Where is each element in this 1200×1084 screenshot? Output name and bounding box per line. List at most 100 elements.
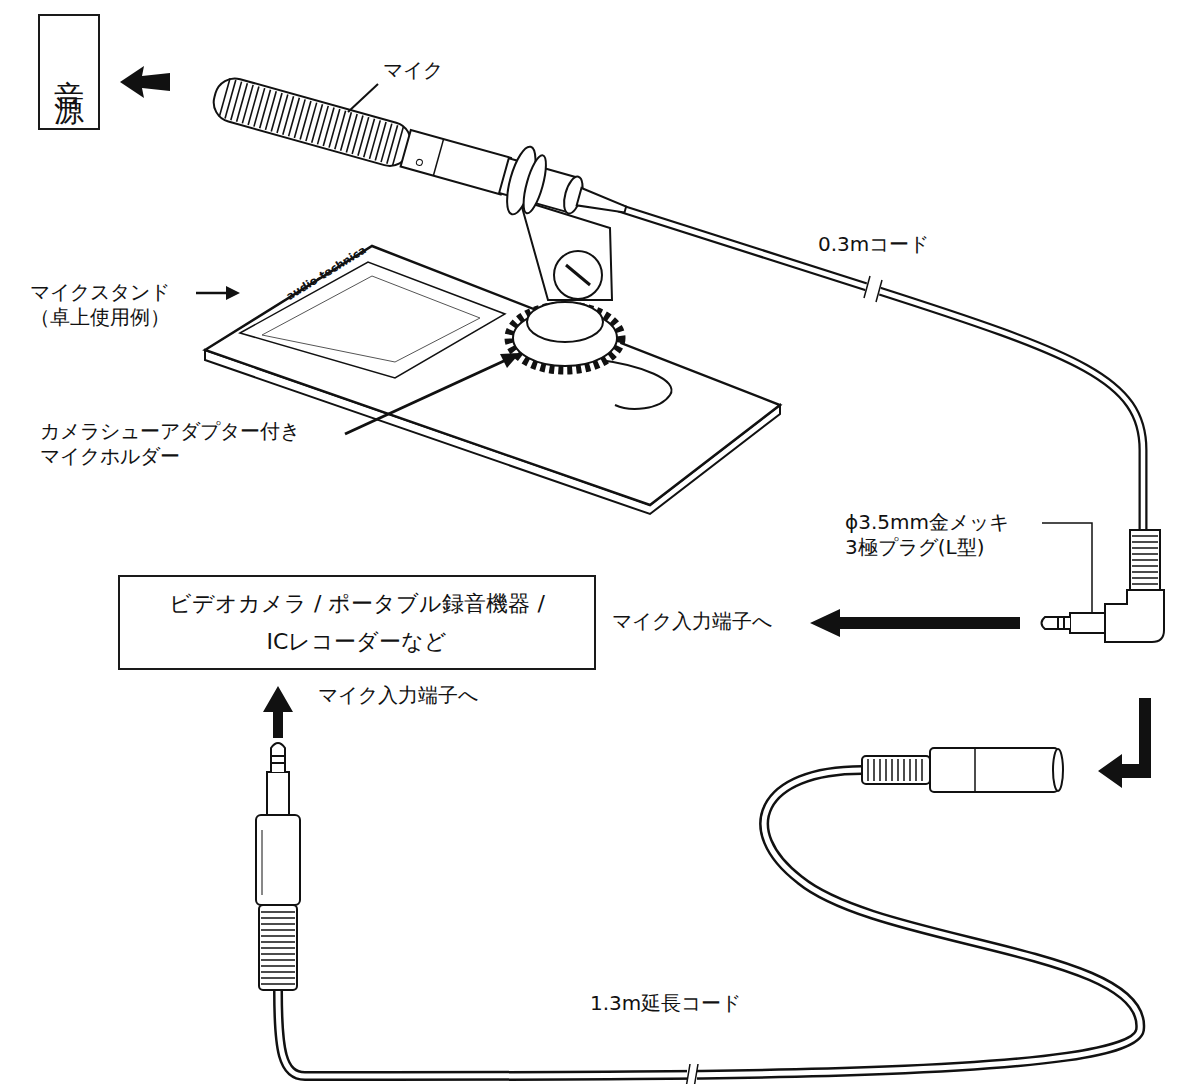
relief-rib [1132, 541, 1158, 543]
ext-plug [256, 743, 300, 990]
relief-rib [261, 947, 295, 949]
ext-cord-fill [278, 770, 1140, 1076]
leader-arrow [196, 292, 228, 295]
l-plug [1042, 530, 1165, 642]
grille-rib [219, 78, 230, 117]
cord-boot [577, 188, 628, 218]
jack-mouth [1053, 749, 1063, 791]
body-line [433, 139, 443, 176]
plug-ring [1063, 617, 1065, 629]
grille-rib [323, 107, 334, 146]
stand-recess [240, 262, 505, 378]
plug-ring [271, 762, 285, 764]
grille-ribs [219, 78, 403, 165]
relief-rib [897, 759, 899, 781]
relief-rib [867, 759, 869, 781]
cord-fill [619, 208, 1143, 530]
relief-rib [1132, 577, 1158, 579]
leader-line [1042, 523, 1092, 612]
jack-line [974, 748, 976, 792]
grille-rib [387, 125, 398, 164]
plug-body [256, 815, 300, 905]
part-label: マイク [383, 58, 503, 83]
grille-rib [265, 91, 276, 130]
relief-rib [1132, 583, 1158, 585]
grille-rib [375, 122, 386, 161]
grille-rib [352, 116, 363, 155]
relief-rib [891, 759, 893, 781]
plug-sleeve [1070, 613, 1105, 633]
grille-rib [271, 93, 282, 132]
relief-rib [261, 911, 295, 913]
break-mark [864, 276, 870, 298]
body-screw [416, 159, 423, 166]
body-line [262, 830, 263, 895]
bent-arrow [1098, 698, 1151, 788]
source-box: 音源 [38, 14, 100, 130]
relief-rib [261, 923, 295, 925]
relief-ribs [1132, 536, 1158, 584]
relief-ribs [868, 759, 922, 781]
knob-top [527, 302, 603, 342]
relief-rib [261, 929, 295, 931]
relief-rib [261, 941, 295, 943]
grille-rib [358, 117, 369, 156]
relief-rib [921, 759, 923, 781]
relief-rib [909, 759, 911, 781]
plug-ring [1057, 617, 1059, 629]
relief-rib [879, 759, 881, 781]
relief-rib [1132, 571, 1158, 573]
grille-rib [346, 114, 357, 153]
stand-plate [205, 246, 780, 505]
grille-rib [283, 96, 294, 135]
mic-grille [209, 74, 415, 171]
hinge [554, 251, 602, 299]
relief-rib [1132, 565, 1158, 567]
relief-rib [903, 759, 905, 781]
direction-arrow [263, 686, 293, 738]
node-text: ビデオカメラ / ポータブル録音機器 / ICレコーダーなど [137, 585, 577, 661]
grille-rib [242, 85, 253, 124]
cord-label: 1.3m延長コード [590, 991, 790, 1016]
ext-cord-outline [278, 770, 1140, 1076]
grille-rib [329, 109, 340, 148]
grille-rib [341, 112, 352, 151]
grille-rib [317, 106, 328, 145]
relief-rib [1132, 559, 1158, 561]
grille-rib [381, 124, 392, 163]
relief-rib [873, 759, 875, 781]
grille-rib [248, 86, 259, 125]
relief-rib [915, 759, 917, 781]
break-mark [686, 1064, 690, 1084]
leader-arrow [345, 360, 506, 434]
grille-rib [289, 98, 300, 137]
plug-tip [271, 743, 285, 772]
plug-relief [259, 905, 297, 990]
cord-break [686, 1064, 698, 1084]
hinge-slot [566, 265, 590, 285]
relief-rib [1132, 553, 1158, 555]
grille-rib [237, 83, 248, 122]
plug-sleeve [267, 772, 289, 815]
node-text: 音源 [54, 56, 84, 88]
relief-rib [261, 917, 295, 919]
grille-rib [335, 111, 346, 150]
part-label: マイクスタンド （卓上使用例） [30, 280, 198, 330]
relief-rib [261, 959, 295, 961]
grille-rib [300, 101, 311, 140]
relief-rib [261, 935, 295, 937]
cord-break [864, 276, 882, 302]
cord-label: 0.3mコード [818, 232, 978, 257]
relief-rib [261, 971, 295, 973]
direction-label: マイク入力端子へ [318, 683, 508, 708]
grille-rib [277, 95, 288, 134]
part-label: カメラシューアダプター付き マイクホルダー [40, 419, 335, 469]
arrow-head [500, 353, 520, 368]
relief-rib [1132, 547, 1158, 549]
holder-ring [519, 153, 551, 215]
grille-rib [294, 99, 305, 138]
break-mark [876, 280, 882, 302]
